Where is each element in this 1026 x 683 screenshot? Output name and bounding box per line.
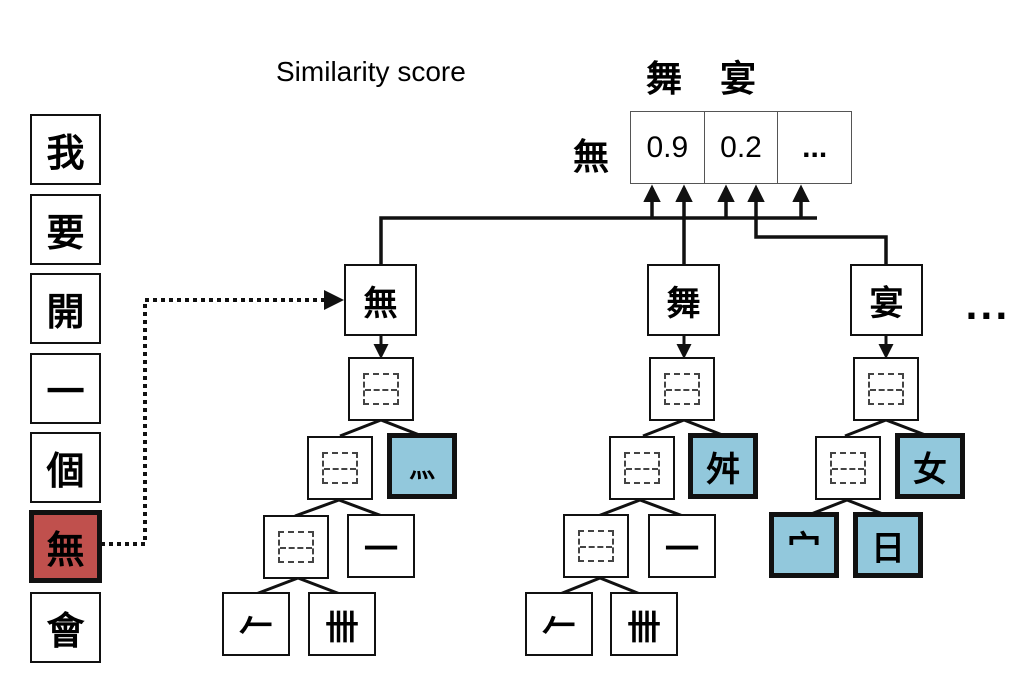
tree2-leaf: 𠂉: [525, 592, 593, 656]
tree1-struct-node: [263, 515, 329, 579]
tree1-root: 無: [344, 264, 417, 336]
tree2-component: 舛: [688, 433, 758, 499]
tree3-edge-l3: [805, 498, 889, 518]
tree2-root: 舞: [647, 264, 720, 336]
vertical-split-icon: [624, 452, 660, 484]
sentence-char: 會: [30, 592, 101, 663]
tree1-struct-node: [307, 436, 373, 500]
tree2-struct-node: [649, 357, 715, 421]
tree3-to-score-line: [747, 184, 888, 264]
tree2-struct-node: [563, 514, 629, 578]
score-col-header-2: 宴: [720, 59, 757, 100]
sentence-char: 一: [30, 353, 101, 424]
tree2-edge-l3: [597, 498, 684, 518]
tree1-struct-node: [348, 357, 414, 421]
sentence-char-highlighted: 無: [29, 510, 102, 583]
tree1-edge-l3: [294, 498, 383, 518]
score-col-header-1: 舞: [646, 59, 683, 100]
tree2-edge-l4: [559, 576, 641, 596]
vertical-split-icon: [664, 373, 700, 405]
tree3-component: 宀: [769, 512, 839, 578]
tree3-component: 女: [895, 433, 965, 499]
sentence-char: 開: [30, 273, 101, 344]
sentence-char: 要: [30, 194, 101, 265]
score-row-label: 無: [573, 137, 610, 178]
sentence-char: 個: [30, 432, 101, 503]
vertical-split-icon: [322, 452, 358, 484]
tree2-struct-node: [609, 436, 675, 500]
dotted-link-arrow: [101, 290, 344, 546]
tree3-struct-node: [815, 436, 881, 500]
score-cell-more: ...: [802, 130, 828, 164]
vertical-split-icon: [830, 452, 866, 484]
tree3-struct-node: [853, 357, 919, 421]
score-cell: 0.9: [631, 112, 705, 183]
score-table: 0.9 0.2 ...: [630, 111, 852, 184]
vertical-split-icon: [363, 373, 399, 405]
tree1-leaf: 一: [347, 514, 415, 578]
sentence-char: 我: [30, 114, 101, 185]
tree3-root: 宴: [850, 264, 923, 336]
tree3-component: 日: [853, 512, 923, 578]
similarity-score-title: Similarity score: [276, 56, 466, 87]
vertical-split-icon: [578, 530, 614, 562]
tree1-component: 灬: [387, 433, 457, 499]
tree1-leaf: 𠂉: [222, 592, 290, 656]
tree2-leaf: 卌: [610, 592, 678, 656]
score-cell: 0.2: [705, 112, 779, 183]
tree1-leaf: 卌: [308, 592, 376, 656]
tree1-to-score-line: [379, 216, 817, 264]
vertical-split-icon: [278, 531, 314, 563]
vertical-split-icon: [868, 373, 904, 405]
more-candidates-ellipsis: ...: [965, 288, 1010, 328]
tree2-leaf: 一: [648, 514, 716, 578]
